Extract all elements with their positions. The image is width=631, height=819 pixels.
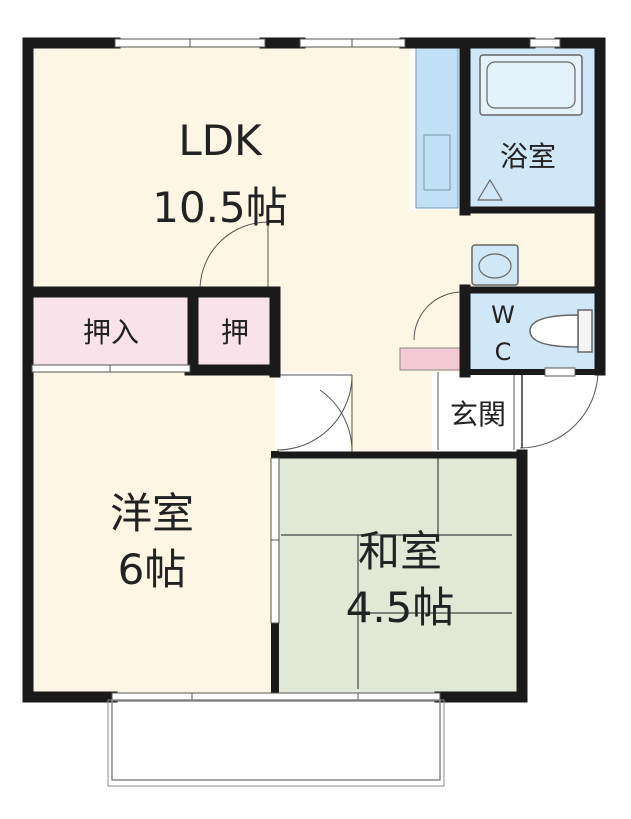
windows	[31, 38, 576, 702]
balcony	[111, 699, 441, 781]
western-room-size: 6帖	[118, 545, 187, 594]
entrance-floor	[432, 372, 518, 452]
oshi-floor	[196, 292, 275, 372]
entrance-label: 玄関	[450, 398, 506, 431]
japanese-room-floor	[275, 452, 518, 695]
tatami-lines	[281, 458, 512, 689]
western-room-name: 洋室	[110, 489, 194, 538]
bath-label: 浴室	[500, 140, 556, 173]
japanese-room-size: 4.5帖	[346, 583, 455, 632]
japanese-room-name: 和室	[358, 527, 442, 576]
wc-label-c: C	[495, 338, 512, 366]
oshiire-label: 押入	[83, 316, 139, 349]
western-room-floor	[32, 372, 275, 695]
window-bottom	[111, 692, 441, 702]
shoe-shelf	[399, 347, 461, 371]
oshiire-floor	[32, 292, 190, 372]
ldk-size: 10.5帖	[152, 183, 288, 232]
window-wc	[544, 367, 576, 377]
wc-label-w: W	[491, 301, 515, 329]
oshi-label: 押	[221, 316, 249, 349]
drain-icon	[476, 178, 504, 201]
room-labels: LDK 10.5帖 浴室 W C 押入 押 玄関 洋室 6帖 和室 4.5帖	[83, 116, 556, 632]
ldk-name: LDK	[178, 116, 263, 165]
kitchen-counter-icon	[415, 47, 459, 209]
floors	[32, 45, 598, 695]
washbasin-icon	[471, 244, 519, 286]
fixtures	[281, 54, 593, 689]
toilet-icon	[529, 309, 593, 353]
walls	[22, 37, 606, 703]
door-swings	[199, 210, 599, 452]
sliding-door-western	[31, 364, 191, 373]
window-bath	[529, 38, 561, 48]
bathtub-icon	[479, 54, 583, 116]
